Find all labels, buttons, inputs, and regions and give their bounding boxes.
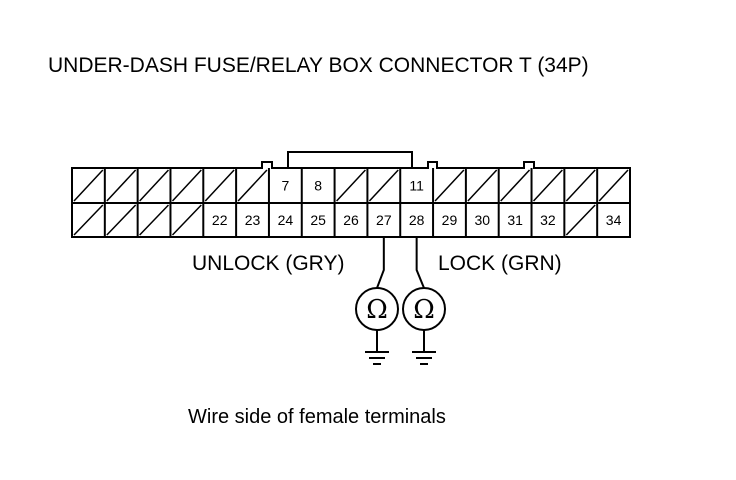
terminal-25: 25: [310, 212, 326, 228]
unused-terminal-hatch: [106, 204, 137, 236]
unused-terminal-hatch: [237, 169, 268, 202]
unused-terminal-hatch: [500, 169, 531, 202]
unused-terminal-hatch: [565, 204, 596, 236]
ground-icon: [412, 351, 436, 365]
terminal-11: 11: [409, 178, 424, 194]
caption: Wire side of female terminals: [188, 406, 446, 428]
terminal-23: 23: [245, 212, 261, 228]
terminal-31: 31: [507, 212, 523, 228]
unused-terminal-hatch: [204, 169, 235, 202]
unused-terminal-hatch: [73, 204, 104, 236]
unused-terminal-hatch: [73, 169, 104, 202]
unused-terminal-hatch: [565, 169, 596, 202]
unused-terminal-hatch: [598, 169, 629, 202]
terminal-22: 22: [212, 212, 228, 228]
ohm-symbol: Ω: [413, 295, 435, 325]
test-lead-wire: [376, 237, 385, 289]
ohm-symbol: Ω: [366, 295, 388, 325]
unused-terminal-hatch: [171, 204, 202, 236]
unused-terminal-hatch: [171, 169, 202, 202]
lock-wire-label: LOCK (GRN): [438, 252, 562, 275]
unused-terminal-hatch: [467, 169, 498, 202]
terminal-8: 8: [314, 178, 322, 194]
terminal-26: 26: [343, 212, 359, 228]
ground-icon: [365, 351, 389, 365]
terminal-32: 32: [540, 212, 556, 228]
test-lead-wire: [415, 237, 425, 289]
terminal-29: 29: [442, 212, 458, 228]
unused-terminal-hatch: [139, 204, 170, 236]
terminal-28: 28: [409, 212, 425, 228]
terminal-27: 27: [376, 212, 392, 228]
terminal-30: 30: [475, 212, 491, 228]
unused-terminal-hatch: [532, 169, 563, 202]
unused-terminal-hatch: [139, 169, 170, 202]
unused-terminal-hatch: [336, 169, 366, 202]
probe-lock: Ω: [402, 237, 446, 365]
unused-terminal-hatch: [106, 169, 137, 202]
diagram-title: UNDER-DASH FUSE/RELAY BOX CONNECTOR T (3…: [48, 54, 589, 77]
unlock-wire-label: UNLOCK (GRY): [192, 252, 344, 275]
unused-terminal-hatch: [368, 169, 399, 202]
probe-unlock: Ω: [355, 237, 399, 365]
terminal-24: 24: [278, 212, 294, 228]
terminal-34: 34: [606, 212, 622, 228]
unused-terminal-hatch: [434, 169, 465, 202]
connector-t-34p: 7 8 11 22 23 24 25 26 27 28 29 30 31 32 34: [71, 151, 631, 238]
terminal-7: 7: [281, 178, 289, 194]
